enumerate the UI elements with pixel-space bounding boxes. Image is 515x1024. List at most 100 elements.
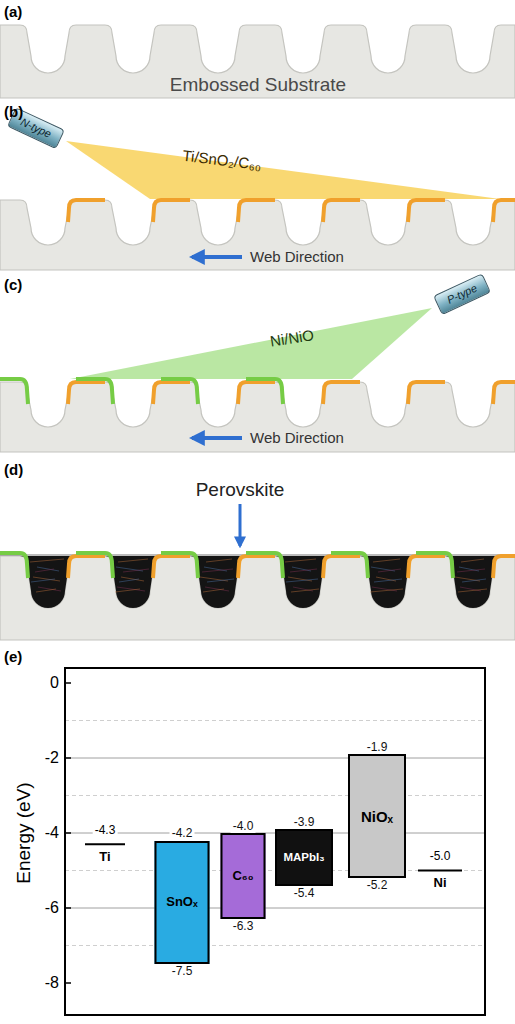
- crystal-texture: [285, 559, 316, 562]
- panel-letter: (a): [4, 3, 22, 20]
- grid-line: [65, 758, 485, 759]
- band-rect: MAPbI₃: [275, 829, 333, 885]
- p-type-coating: [161, 379, 198, 404]
- band-rect: C₆₀: [221, 833, 266, 919]
- energy-value: -3.9: [292, 815, 317, 829]
- n-type-coating: [323, 556, 360, 578]
- n-type-coating: [408, 200, 445, 222]
- band-rect: NiOₓ: [348, 754, 406, 878]
- crystal-texture: [373, 559, 400, 562]
- work-function-level: [418, 870, 462, 872]
- annotation: Web Direction: [250, 248, 344, 265]
- substrate-body: [0, 25, 515, 98]
- crystal-texture: [378, 569, 401, 572]
- axis-tick-label: -8: [45, 974, 59, 992]
- panel-letter: (d): [4, 461, 23, 478]
- material-name: C₆₀: [232, 869, 253, 884]
- annotation: -4.3: [93, 824, 118, 838]
- source-label: P-type: [445, 282, 479, 306]
- energy-value: -4.0: [231, 819, 256, 833]
- grid-line: [65, 720, 485, 721]
- energy-value: -1.9: [365, 740, 390, 754]
- n-type-coating: [323, 382, 360, 404]
- embossed-substrate: [0, 379, 515, 452]
- material-name: SnOₓ: [166, 895, 197, 910]
- substrate-body: [0, 556, 515, 640]
- crystal-texture: [458, 589, 487, 592]
- p-type-coating: [76, 553, 113, 578]
- annotation: Web Direction: [250, 429, 344, 446]
- n-type-vapor-cone: [66, 141, 500, 199]
- substrate-body: [0, 200, 515, 270]
- n-type-coating: [153, 382, 190, 404]
- energy-value: -7.5: [170, 964, 195, 978]
- axis-title: Energy (eV): [13, 782, 35, 883]
- crystal-texture: [115, 589, 140, 592]
- crystal-texture: [35, 569, 54, 572]
- n-type-coating: [408, 382, 445, 404]
- energy-band: -1.9NiOₓ-5.2: [348, 740, 406, 893]
- energy-band: -4.0C₆₀ -6.3: [221, 819, 266, 934]
- annotation: Ti: [97, 850, 112, 865]
- pointer-arrow: [239, 504, 242, 546]
- n-type-coating: [493, 556, 515, 578]
- crystal-texture: [370, 589, 403, 592]
- n-type-coating: [323, 200, 360, 222]
- crystal-texture: [457, 569, 485, 572]
- crystal-texture: [290, 569, 317, 572]
- crystal-texture: [36, 589, 56, 592]
- p-type-coating: [416, 553, 453, 578]
- crystal-texture: [205, 587, 229, 591]
- annotation: Ni/NiO: [269, 326, 315, 350]
- crystal-texture: [121, 577, 144, 581]
- energy-value: -6.3: [231, 919, 256, 933]
- band-rect: SnOₓ: [155, 841, 210, 965]
- energy-value: -5.4: [292, 886, 317, 900]
- material-name: MAPbI₃: [283, 851, 324, 864]
- annotation: Embossed Substrate: [170, 74, 346, 96]
- p-type-coating: [161, 553, 198, 578]
- n-type-coating: [238, 556, 275, 578]
- crystal-texture: [37, 567, 59, 571]
- crystal-texture: [291, 589, 319, 592]
- p-type-coating: [246, 553, 283, 578]
- grid-line: [65, 795, 485, 796]
- n-type-coating: [493, 382, 515, 404]
- crystal-texture: [203, 589, 224, 592]
- crystal-texture: [461, 559, 484, 562]
- annotation: Ni: [432, 876, 449, 891]
- energy-band: -4.2SnOₓ-7.5: [155, 826, 210, 979]
- axis-tick-label: 0: [50, 674, 59, 692]
- crystal-texture: [38, 587, 61, 591]
- crystal-texture: [374, 579, 402, 582]
- axis-tick-label: -4: [45, 824, 59, 842]
- annotation: -5.0: [428, 850, 453, 864]
- source-label: N-type: [19, 115, 53, 140]
- evaporation-source: P-type: [433, 273, 491, 315]
- p-type-coating: [0, 379, 28, 404]
- grid-line: [65, 945, 485, 946]
- n-type-coating: [238, 382, 275, 404]
- p-type-coating: [76, 379, 113, 404]
- p-type-coating: [331, 553, 368, 578]
- axis-tick-label: -2: [45, 749, 59, 767]
- axis-tick-label: -6: [45, 899, 59, 917]
- p-type-coating: [246, 379, 283, 404]
- n-type-coating: [153, 200, 190, 222]
- crystal-texture: [207, 579, 234, 582]
- panel-letter: (b): [4, 103, 23, 120]
- energy-band: -3.9MAPbI₃ -5.4: [275, 815, 333, 900]
- n-type-coating: [68, 200, 105, 222]
- crystal-texture: [118, 559, 148, 562]
- crystal-texture: [123, 569, 149, 572]
- plot-frame: [65, 668, 485, 1015]
- material-name: NiOₓ: [361, 808, 393, 825]
- p-type-coating: [0, 553, 28, 578]
- embossed-substrate: [0, 553, 515, 640]
- n-type-coating: [68, 556, 105, 578]
- crystal-texture: [30, 559, 64, 562]
- panel-letter: (e): [4, 648, 22, 665]
- crystal-texture: [462, 579, 486, 582]
- substrate-body: [0, 382, 515, 452]
